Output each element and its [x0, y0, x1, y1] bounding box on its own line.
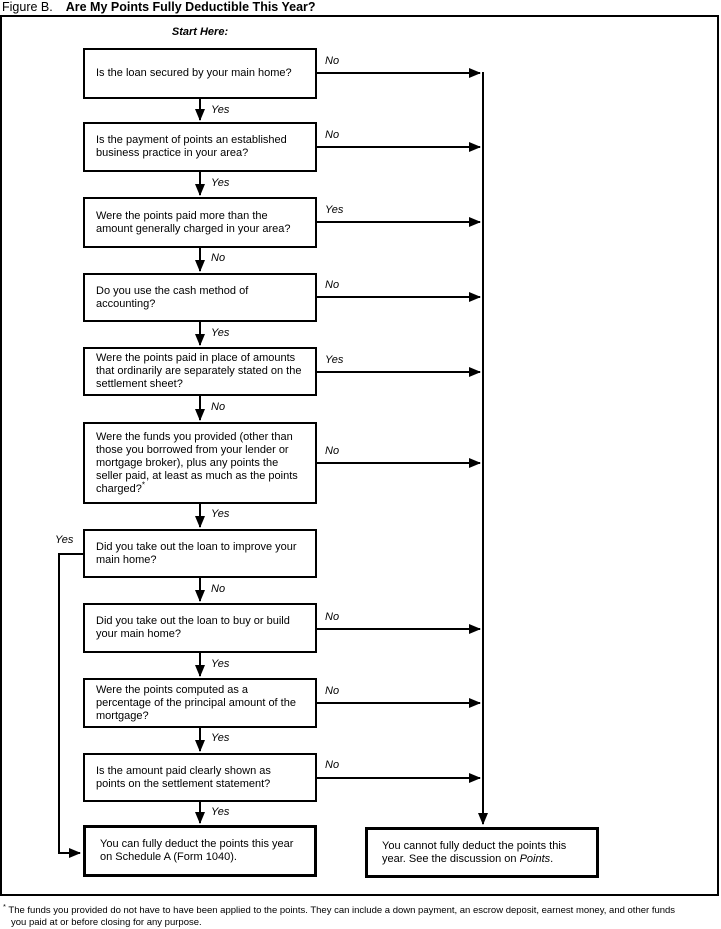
- branch-label-q10-right: No: [325, 759, 340, 771]
- italic-term: Points: [519, 852, 551, 865]
- node-q5-in-place-of-amounts: Were the points paid in place of amounts…: [83, 347, 317, 396]
- node-q4-cash-method: Do you use the cash method of accounting…: [83, 273, 317, 322]
- node-q7-loan-to-improve: Did you take out the loan to improve you…: [83, 529, 317, 578]
- branch-label-q4-right: No: [325, 279, 340, 291]
- figure-title-text: Are My Points Fully Deductible This Year…: [65, 0, 316, 14]
- node-q10-clearly-shown: Is the amount paid clearly shown as poin…: [83, 753, 317, 802]
- node-result-cannot-deduct: You cannot fully deduct the points this …: [365, 827, 599, 878]
- branch-label-q5-right: Yes: [325, 354, 344, 366]
- branch-label-q2-right: No: [325, 129, 340, 141]
- branch-label-q3-down: No: [211, 252, 226, 264]
- branch-label-q7-down: No: [211, 583, 226, 595]
- footnote-marker: *: [141, 479, 145, 489]
- branch-label-q9-right: No: [325, 685, 340, 697]
- branch-label-q4-down: Yes: [211, 327, 230, 339]
- start-here-label: Start Here:: [171, 26, 229, 38]
- branch-label-q6-right: No: [325, 445, 340, 457]
- branch-label-q6-down: Yes: [211, 508, 230, 520]
- branch-label-q1-down: Yes: [211, 104, 230, 116]
- branch-label-q9-down: Yes: [211, 732, 230, 744]
- footnote-marker: *: [3, 902, 6, 911]
- branch-label-q1-right: No: [325, 55, 340, 67]
- node-text: You cannot fully deduct the points this …: [382, 839, 567, 865]
- branch-label-q8-right: No: [325, 611, 340, 623]
- node-text: Did you take out the loan to improve you…: [96, 540, 297, 566]
- node-text: Do you use the cash method of accounting…: [96, 284, 249, 310]
- node-text: Were the funds you provided (other than …: [96, 430, 298, 495]
- node-text: Is the amount paid clearly shown as poin…: [96, 764, 271, 790]
- node-text: Did you take out the loan to buy or buil…: [96, 615, 290, 640]
- branch-label-q7-left: Yes: [55, 534, 74, 546]
- figure-label: Figure B.: [2, 0, 53, 14]
- branch-label-q5-down: No: [211, 401, 226, 413]
- branch-label-q8-down: Yes: [211, 658, 230, 670]
- footnote-text: The funds you provided do not have to ha…: [8, 905, 676, 929]
- branch-label-q3-right: Yes: [325, 204, 344, 216]
- node-q2-established-practice: Is the payment of points an established …: [83, 122, 317, 172]
- node-text: Were the points paid in place of amounts…: [96, 352, 302, 390]
- node-text: Were the points paid more than the amoun…: [96, 209, 291, 235]
- node-q6-funds-provided: Were the funds you provided (other than …: [83, 422, 317, 504]
- branch-label-q10-down: Yes: [211, 806, 230, 818]
- node-result-can-deduct: You can fully deduct the points this yea…: [83, 825, 317, 877]
- node-q3-more-than-charged: Were the points paid more than the amoun…: [83, 197, 317, 248]
- branch-label-q2-down: Yes: [211, 177, 230, 189]
- figure-title: Figure B. Are My Points Fully Deductible …: [2, 0, 316, 14]
- node-q1-loan-secured: Is the loan secured by your main home?: [83, 48, 317, 99]
- node-q8-loan-to-buy-build: Did you take out the loan to buy or buil…: [83, 603, 317, 653]
- node-text: Is the payment of points an established …: [96, 134, 287, 159]
- node-q9-percentage-of-principal: Were the points computed as a percentage…: [83, 678, 317, 728]
- flowchart-border: [0, 15, 719, 896]
- footnote: * The funds you provided do not have to …: [3, 901, 721, 929]
- node-text: Were the points computed as a percentage…: [96, 683, 296, 722]
- node-text: Is the loan secured by your main home?: [96, 67, 292, 79]
- node-text: You can fully deduct the points this yea…: [100, 838, 294, 863]
